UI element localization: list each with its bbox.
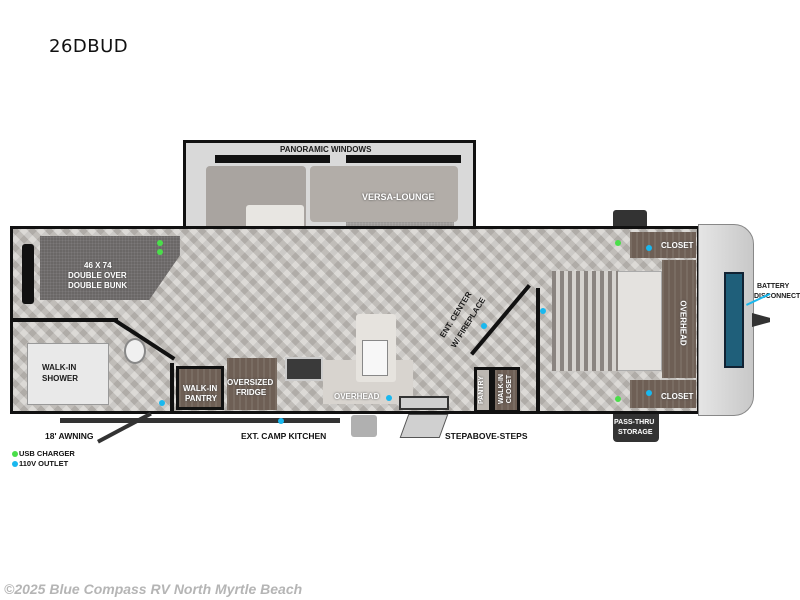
battery-line2: DISCONNECT [754, 293, 800, 300]
usb-charger-dot [12, 451, 18, 457]
legend: USB CHARGER 110V OUTLET [12, 449, 75, 469]
outlet-dot [386, 395, 392, 401]
walkin-shower-line2: SHOWER [42, 374, 78, 383]
awning-label: 18' AWNING [45, 431, 94, 441]
bunk-bed [40, 236, 180, 300]
walkin-pantry [176, 366, 224, 410]
closet-top [630, 232, 696, 258]
legend-item-outlet: 110V OUTLET [12, 459, 75, 469]
pass-thru-line2: STORAGE [618, 429, 653, 436]
legend-label: USB CHARGER [19, 449, 75, 458]
outlet-dot [646, 245, 652, 251]
legend-item-usb: USB CHARGER [12, 449, 75, 459]
brand-logo [724, 272, 744, 368]
walkin-shower-line1: WALK-IN [42, 363, 77, 372]
awning [60, 418, 340, 423]
bunk-window [22, 244, 34, 304]
bunk-desc-line1: DOUBLE OVER [68, 271, 127, 280]
propane-tank [351, 415, 377, 437]
usb-charger-dot [615, 240, 621, 246]
pass-thru-storage [613, 414, 659, 442]
bath-wall-right [170, 363, 174, 413]
toilet [124, 338, 146, 364]
outlet-dot [159, 400, 165, 406]
walkin-closet [492, 367, 520, 413]
walkin-pantry-line2: PANTRY [185, 394, 217, 403]
outlet-dot [12, 461, 18, 467]
outlet-dot [646, 390, 652, 396]
outlet-dot [278, 418, 284, 424]
oversized-fridge [227, 358, 277, 410]
awning-arm [97, 411, 152, 444]
versa-lounge-label: VERSA-LOUNGE [362, 192, 435, 202]
closet-bottom-label: CLOSET [661, 392, 694, 401]
kitchen-sink [362, 340, 388, 376]
pantry-label: PANTRY [478, 376, 485, 404]
window-left [215, 155, 330, 163]
stove [285, 357, 323, 381]
bed-blanket [552, 271, 618, 371]
fridge-line1: OVERSIZED [227, 378, 274, 387]
versa-lounge-sofa [310, 166, 458, 222]
bunk-desc-line2: DOUBLE BUNK [68, 281, 128, 290]
overhead-bedroom-label: OVERHEAD [678, 300, 688, 346]
bedroom-overhead [662, 260, 696, 378]
shower-stall [27, 343, 109, 405]
walkin-pantry-line1: WALK-IN [183, 384, 218, 393]
outlet-dot [481, 323, 487, 329]
pass-thru-line1: PASS-THRU [614, 419, 655, 426]
closet-top-label: CLOSET [661, 241, 694, 250]
top-storage [613, 210, 647, 226]
usb-charger-dot [157, 249, 163, 255]
legend-label: 110V OUTLET [19, 459, 69, 468]
window-right [346, 155, 461, 163]
fridge-line2: FRIDGE [236, 388, 267, 397]
ext-kitchen-label: EXT. CAMP KITCHEN [241, 431, 327, 441]
outlet-dot [540, 308, 546, 314]
entry-door [399, 396, 449, 410]
copyright: ©2025 Blue Compass RV North Myrtle Beach [4, 581, 303, 597]
walkin-closet-line2: CLOSET [506, 374, 514, 404]
pantry [474, 367, 492, 413]
bath-wall-top [10, 318, 118, 322]
bunk-size-label: 46 X 74 [84, 261, 112, 270]
overhead-kitchen-label: OVERHEAD [334, 392, 380, 401]
hitch [752, 313, 770, 327]
bedroom-wall [536, 288, 540, 412]
usb-charger-dot [615, 396, 621, 402]
usb-charger-dot [157, 240, 163, 246]
panoramic-windows-label: PANORAMIC WINDOWS [280, 145, 372, 154]
entry-steps [399, 414, 449, 438]
steps-label: STEPABOVE-STEPS [445, 431, 528, 441]
battery-line1: BATTERY [757, 283, 790, 290]
closet-bottom [630, 380, 696, 408]
model-title: 26DBUD [49, 36, 129, 57]
